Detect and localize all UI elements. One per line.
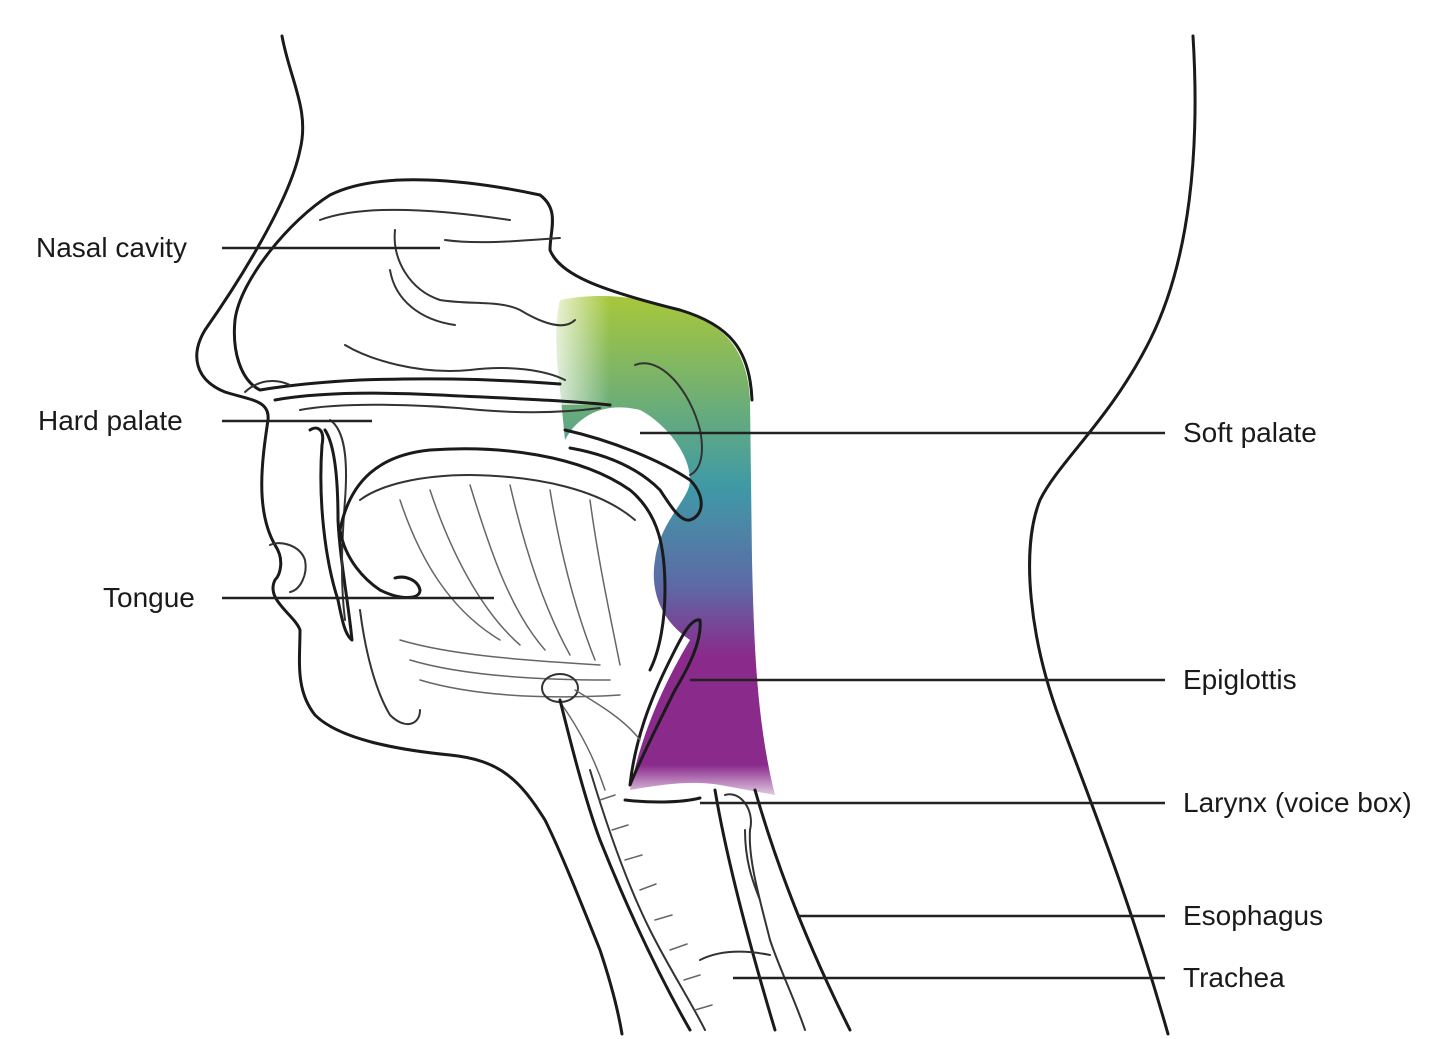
label-soft-palate: Soft palate xyxy=(1183,417,1317,448)
nasal-cavity-structure xyxy=(232,178,754,402)
nostril xyxy=(244,379,291,393)
pharynx-colored-region xyxy=(556,296,775,795)
teeth-and-lips xyxy=(269,419,354,642)
esophagus-front xyxy=(713,788,777,1032)
nasal-turbinate-middle xyxy=(393,229,576,327)
nasal-turbinate-upper xyxy=(319,208,561,244)
label-nasal-cavity: Nasal cavity xyxy=(36,232,187,263)
palate-structure xyxy=(273,362,703,522)
upper-lip xyxy=(269,542,307,593)
pharynx-fade-bottom xyxy=(620,765,790,805)
tongue-structure xyxy=(338,447,667,725)
labels: Nasal cavity Hard palate Tongue Soft pal… xyxy=(36,232,1412,993)
epiglottis-shape xyxy=(628,618,702,787)
tongue-outline xyxy=(338,447,667,672)
label-epiglottis: Epiglottis xyxy=(1183,664,1297,695)
pharynx-fade-left xyxy=(540,285,610,405)
larynx-top xyxy=(623,796,702,804)
esophagus-back xyxy=(753,788,852,1032)
trachea-rings xyxy=(599,794,713,1011)
neck-front-curve xyxy=(699,950,771,961)
hard-palate-lower xyxy=(299,403,601,414)
nasal-cavity-outline xyxy=(233,178,754,402)
hyoid-ligaments xyxy=(559,689,641,791)
label-trachea: Trachea xyxy=(1183,962,1285,993)
trachea-back xyxy=(589,769,706,1031)
back-of-neck xyxy=(1028,34,1197,1036)
hyoid-bone xyxy=(541,673,579,703)
floor-of-mouth xyxy=(359,609,421,725)
upper-incisor xyxy=(308,426,354,642)
soft-palate-arch xyxy=(634,362,703,476)
face-profile xyxy=(195,34,624,1036)
hard-palate-upper xyxy=(273,391,612,407)
soft-palate-uvula xyxy=(563,428,703,522)
label-hard-palate: Hard palate xyxy=(38,405,183,436)
airway-tubes xyxy=(558,698,852,1032)
esophagus-inner xyxy=(724,793,806,1031)
tongue-tip xyxy=(338,528,422,599)
label-tongue: Tongue xyxy=(103,582,195,613)
trachea-front xyxy=(558,698,692,1032)
label-esophagus: Esophagus xyxy=(1183,900,1323,931)
pharynx-highlight xyxy=(540,285,790,805)
leader-lines xyxy=(222,246,1165,980)
lower-incisor xyxy=(329,419,348,621)
label-larynx: Larynx (voice box) xyxy=(1183,787,1412,818)
nasal-turbinate-lower xyxy=(344,269,566,381)
tongue-inner-outline xyxy=(359,474,636,521)
nasal-floor xyxy=(232,318,562,392)
head-outline xyxy=(195,34,1197,1036)
tongue-muscle-fibers xyxy=(399,484,621,698)
